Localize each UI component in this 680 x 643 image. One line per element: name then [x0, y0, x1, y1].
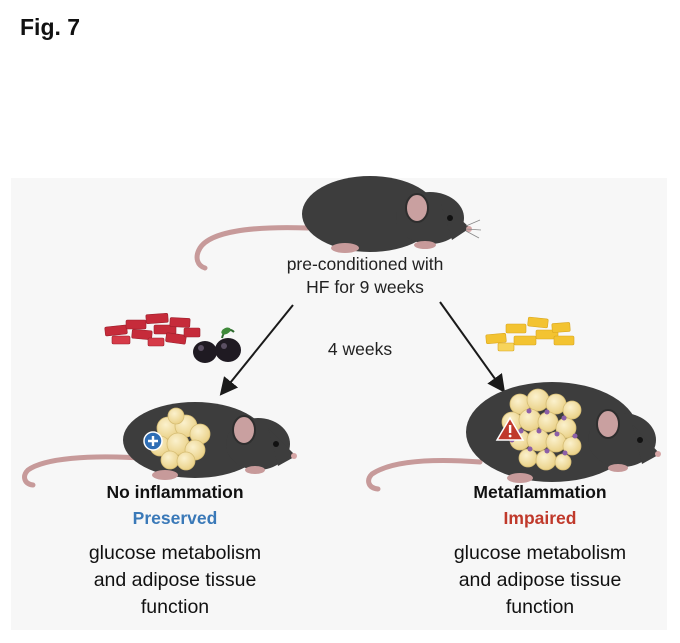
center-caption: pre-conditioned with HF for 9 weeks [240, 253, 490, 299]
top-mouse-icon [194, 176, 482, 271]
obese-mouse-icon [366, 382, 661, 492]
left-status-label: No inflammation [106, 482, 244, 502]
warning-triangle-icon [495, 416, 525, 441]
berries-icon [193, 327, 241, 363]
left-description-line3: function [140, 596, 210, 618]
arrow-right-icon [439, 301, 506, 393]
red-food-pellets-icon [104, 313, 201, 347]
figure-label: Fig. 7 [20, 14, 81, 40]
center-caption-line2: HF for 9 weeks [306, 277, 424, 297]
lean-adipose-tissue-icon [149, 407, 211, 471]
right-description-line2: and adipose tissue [458, 569, 622, 591]
right-result-label: Impaired [503, 508, 577, 528]
left-description: glucose metabolism and adipose tissue fu… [40, 540, 310, 621]
duration-label: 4 weeks [327, 339, 393, 359]
center-caption-line1: pre-conditioned with [286, 254, 444, 274]
yellow-food-pellets-icon [485, 316, 575, 352]
right-status-label: Metaflammation [473, 482, 607, 502]
left-description-line1: glucose metabolism [88, 542, 262, 564]
right-description-line1: glucose metabolism [453, 542, 627, 564]
arrow-left-icon [219, 304, 294, 396]
left-result-label: Preserved [132, 508, 218, 528]
right-description-line3: function [505, 596, 575, 618]
right-description: glucose metabolism and adipose tissue fu… [405, 540, 675, 621]
immune-cells-icon [509, 408, 578, 456]
left-description-line2: and adipose tissue [93, 569, 257, 591]
plus-badge-icon [143, 431, 163, 451]
